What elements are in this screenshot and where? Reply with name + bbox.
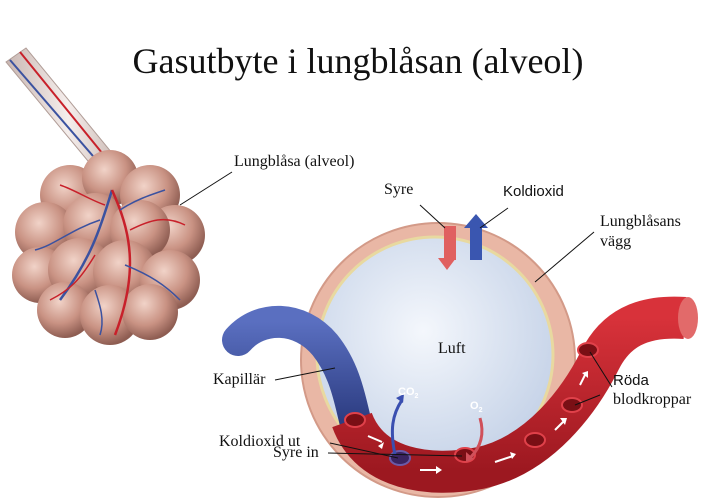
- label-wall-line2: vägg: [600, 233, 632, 250]
- label-syre-in: Syre in: [273, 444, 319, 461]
- label-wall-line1: Lungblåsans: [600, 213, 681, 230]
- label-co2: CO2: [398, 386, 418, 400]
- leader-lines: [179, 171, 613, 459]
- diagram-title: Gasutbyte i lungblåsan (alveol): [132, 41, 584, 81]
- label-roda-line1: Röda: [613, 372, 649, 389]
- koldioxid-outflow-arrow: [470, 226, 482, 260]
- label-koldioxid-top: Koldioxid: [503, 183, 564, 200]
- o2-arrowhead: [466, 452, 474, 462]
- alveolar-cluster-illustration: [5, 47, 205, 345]
- o2-diffusion-arrow: [468, 417, 484, 460]
- label-o2: O2: [470, 400, 482, 414]
- syre-inflow-arrow: [444, 226, 456, 260]
- co2-subscript: 2: [414, 393, 419, 401]
- label-alveol: Lungblåsa (alveol): [234, 153, 355, 170]
- co2-text: CO: [398, 386, 415, 398]
- label-koldioxid-ut: Koldioxid ut: [219, 433, 301, 450]
- o2-subscript: 2: [478, 407, 483, 415]
- syre-inflow-arrowhead: [438, 258, 456, 270]
- label-kapillar: Kapillär: [213, 371, 266, 388]
- label-roda-line2: blodkroppar: [613, 391, 692, 408]
- o2-text: O: [470, 400, 479, 412]
- koldioxid-outflow-arrowhead: [464, 214, 488, 228]
- label-syre-top: Syre: [384, 181, 414, 198]
- co2-arrowhead: [396, 394, 404, 403]
- label-luft: Luft: [438, 340, 466, 357]
- co2-diffusion-arrow: [390, 399, 404, 456]
